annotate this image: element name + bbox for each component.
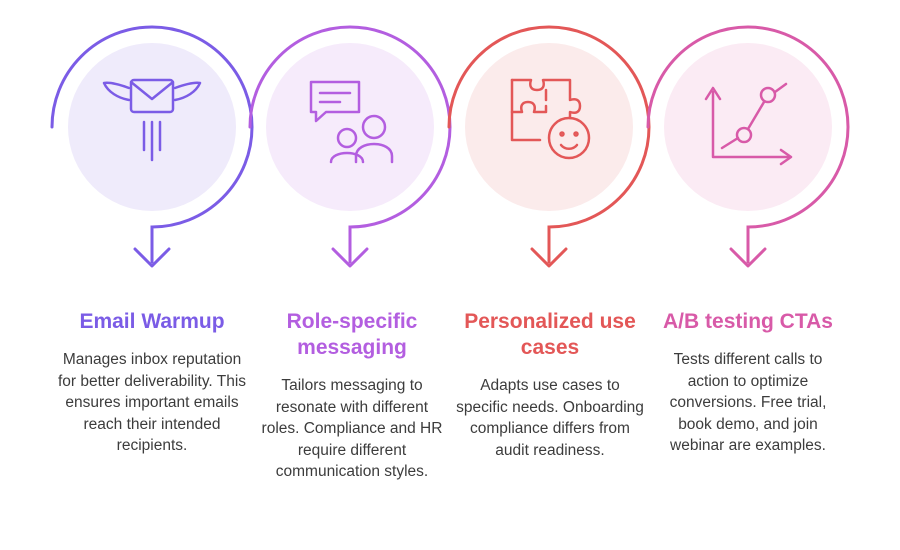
step-2-ring [248, 25, 452, 264]
step-3-circle [465, 43, 633, 211]
step-4-title: A/B testing CTAs [663, 310, 833, 333]
step-1-ring [50, 25, 254, 264]
step-3-arrowhead [530, 247, 568, 268]
puzzle-face-icon [510, 78, 591, 160]
step-1-title: Email Warmup [79, 310, 225, 333]
speech-bubble-people-icon [309, 80, 394, 164]
step-3-description: Adapts use cases to specific needs. Onbo… [456, 377, 644, 459]
step-2-text: Role-specific messaging Tailors messagin… [257, 0, 447, 483]
step-4-arrowhead [729, 247, 767, 268]
step-4-description: Tests different calls to action to optim… [669, 351, 827, 454]
step-3-ring [447, 25, 651, 264]
step-3-text: Personalized use cases Adapts use cases … [455, 0, 645, 461]
step-2-circle [266, 43, 434, 211]
step-4-ring [646, 25, 850, 264]
winged-envelope-icon [102, 78, 202, 162]
step-1-node [50, 25, 254, 268]
step-4-text: A/B testing CTAs Tests different calls t… [653, 0, 843, 457]
step-1-text: Email Warmup Manages inbox reputation fo… [57, 0, 247, 457]
step-4-node [646, 25, 850, 268]
step-2-title: Role-specific messaging [286, 310, 418, 359]
step-1-description: Manages inbox reputation for better deli… [57, 351, 247, 454]
step-2-description: Tailors messaging to resonate with diffe… [261, 377, 443, 480]
step-3-title: Personalized use cases [464, 310, 636, 359]
step-2-node [248, 25, 452, 268]
step-1-arrowhead [133, 247, 171, 268]
line-graph-icon [704, 82, 793, 166]
step-3-node [447, 25, 651, 268]
step-2-arrowhead [331, 247, 369, 268]
